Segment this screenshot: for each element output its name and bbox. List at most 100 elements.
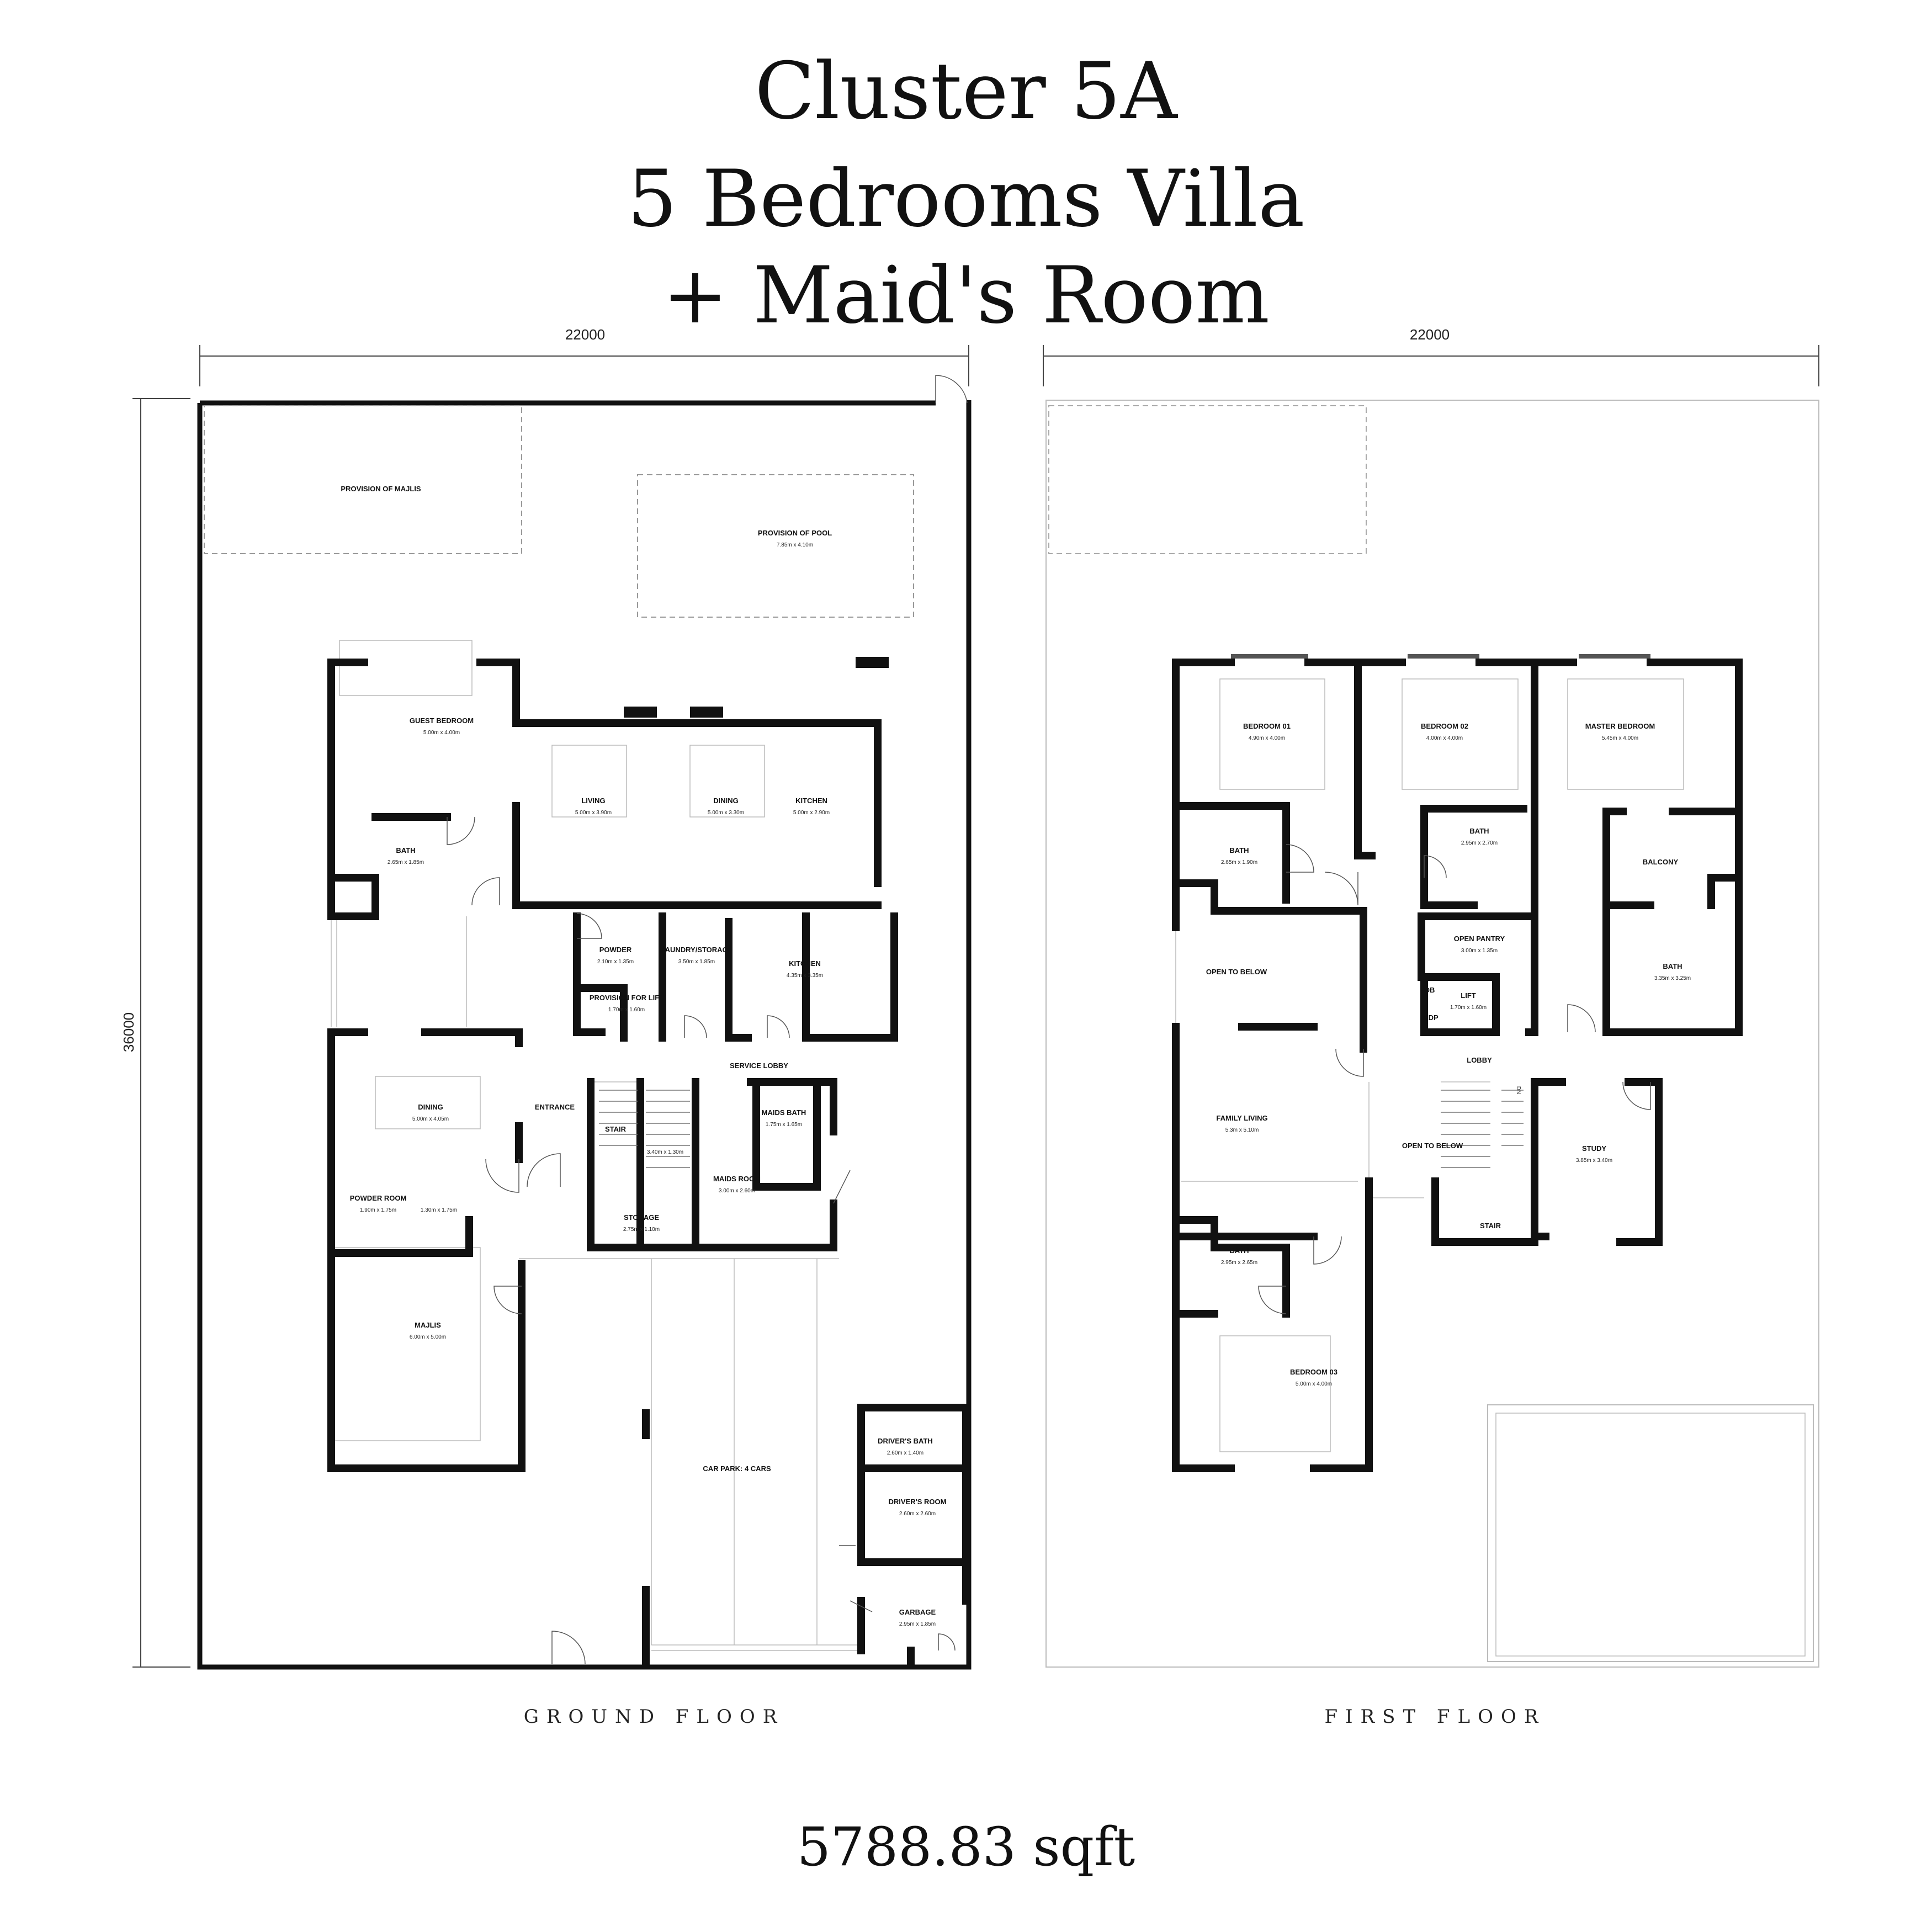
ground-width-dimension: 22000 xyxy=(565,326,605,343)
label-kitchen-open: KITCHEN xyxy=(795,797,827,805)
label-balcony: BALCONY xyxy=(1643,858,1679,866)
size-study: 3.85m x 3.40m xyxy=(1576,1158,1612,1164)
label-service-lobby: SERVICE LOBBY xyxy=(730,1061,788,1070)
label-lift-provision: PROVISION FOR LIFT xyxy=(590,994,664,1002)
size-pool-provision: 7.85m x 4.10m xyxy=(777,542,813,548)
size-maids-bath: 1.75m x 1.65m xyxy=(766,1122,802,1128)
label-car-park: CAR PARK: 4 CARS xyxy=(703,1464,771,1473)
size-bedroom-02: 4.00m x 4.00m xyxy=(1426,735,1463,741)
label-lift: LIFT xyxy=(1461,991,1475,1000)
label-open-pantry: OPEN PANTRY xyxy=(1454,935,1505,943)
label-majlis: MAJLIS xyxy=(415,1321,441,1329)
size-master-bath: 3.35m x 3.25m xyxy=(1654,975,1691,981)
size-powder: 2.10m x 1.35m xyxy=(597,959,634,965)
majlis-provision-outline xyxy=(204,405,522,554)
first-room-labels: BEDROOM 01 4.90m x 4.00m BEDROOM 02 4.00… xyxy=(1206,722,1691,1387)
size-dining-open: 5.00m x 3.30m xyxy=(708,810,744,816)
label-dining: DINING xyxy=(418,1103,443,1111)
first-pool-outline xyxy=(1487,1404,1814,1662)
size-guest-bath: 2.65m x 1.85m xyxy=(388,859,424,866)
label-first-stair: STAIR xyxy=(1480,1222,1501,1230)
label-storage: STORAGE xyxy=(624,1213,659,1222)
label-maids-room: MAIDS ROOM xyxy=(713,1175,761,1183)
size-bath-3: 2.95m x 2.65m xyxy=(1221,1260,1257,1266)
ground-room-labels: PROVISION OF MAJLIS PROVISION OF POOL 7.… xyxy=(341,485,946,1627)
label-db: DB xyxy=(1425,986,1435,994)
size-maids-room: 3.00m x 2.60m xyxy=(719,1188,755,1194)
first-majlis-provision-outline xyxy=(1048,405,1367,554)
size-family-living: 5.3m x 5.10m xyxy=(1225,1127,1259,1133)
label-dn-marker: DN xyxy=(1515,1086,1521,1094)
ground-floor-label: GROUND FLOOR xyxy=(523,1706,785,1728)
size-kitchen: 4.35m x 3.35m xyxy=(787,973,823,979)
size-bedroom-01: 4.90m x 4.00m xyxy=(1249,735,1285,741)
label-study: STUDY xyxy=(1582,1144,1606,1153)
size-garbage: 2.95m x 1.85m xyxy=(899,1621,936,1627)
title-line-1: Cluster 5A xyxy=(755,46,1177,137)
label-dining-open: DINING xyxy=(713,797,739,805)
label-majlis-provision: PROVISION OF MAJLIS xyxy=(341,485,421,493)
size-living: 5.00m x 3.90m xyxy=(575,810,612,816)
size-powder-room-2: 1.30m x 1.75m xyxy=(421,1207,457,1213)
size-guest-bedroom: 5.00m x 4.00m xyxy=(423,730,460,736)
first-width-dimension: 22000 xyxy=(1410,326,1450,343)
size-kitchen-open: 5.00m x 2.90m xyxy=(793,810,830,816)
label-guest-bath: BATH xyxy=(396,846,415,854)
label-living: LIVING xyxy=(581,797,605,805)
size-bedroom-03: 5.00m x 4.00m xyxy=(1296,1381,1332,1387)
size-bath-1: 2.65m x 1.90m xyxy=(1221,859,1257,866)
label-stair: STAIR xyxy=(605,1125,627,1133)
label-guest-bedroom: GUEST BEDROOM xyxy=(410,716,474,725)
label-powder: POWDER xyxy=(599,946,632,954)
ground-depth-dimension: 36000 xyxy=(120,1012,137,1052)
pool-provision-outline xyxy=(637,474,914,618)
ground-dimensions xyxy=(132,345,969,1668)
size-drivers-bath: 2.60m x 1.40m xyxy=(887,1450,923,1456)
size-storage: 2.75m x 1.10m xyxy=(623,1227,660,1233)
total-area: 5788.83 sqft xyxy=(797,1816,1135,1878)
label-bath-1: BATH xyxy=(1229,846,1249,854)
label-adp: ADP xyxy=(1423,1013,1439,1022)
first-dimensions xyxy=(1043,345,1819,386)
label-laundry: LAUNDRY/STORAGE xyxy=(661,946,733,954)
label-kitchen: KITCHEN xyxy=(789,959,821,968)
ground-floor-plan xyxy=(197,375,972,1670)
size-laundry: 3.50m x 1.85m xyxy=(678,959,715,965)
size-master-bedroom: 5.45m x 4.00m xyxy=(1602,735,1638,741)
label-open-below-1: OPEN TO BELOW xyxy=(1206,968,1267,976)
title-line-3: + Maid's Room xyxy=(662,250,1270,341)
label-powder-room: POWDER ROOM xyxy=(350,1194,407,1202)
label-lobby: LOBBY xyxy=(1467,1056,1492,1064)
label-bath-2: BATH xyxy=(1469,827,1489,835)
label-entrance: ENTRANCE xyxy=(535,1103,575,1111)
size-majlis: 6.00m x 5.00m xyxy=(410,1334,446,1340)
size-drivers-room: 2.60m x 2.60m xyxy=(899,1511,936,1517)
size-lift-provision: 1.70m x 1.60m xyxy=(608,1007,645,1013)
label-bedroom-02: BEDROOM 02 xyxy=(1421,722,1468,730)
ground-plot-boundary xyxy=(197,400,972,1670)
title-line-2: 5 Bedrooms Villa xyxy=(627,153,1305,245)
plot-gate-swing xyxy=(935,375,968,404)
label-drivers-room: DRIVER'S ROOM xyxy=(889,1498,947,1506)
label-bath-3: BATH xyxy=(1229,1246,1249,1255)
size-powder-room: 1.90m x 1.75m xyxy=(360,1207,396,1213)
size-open-pantry: 3.00m x 1.35m xyxy=(1461,948,1498,954)
label-master-bedroom: MASTER BEDROOM xyxy=(1585,722,1655,730)
label-garbage: GARBAGE xyxy=(899,1608,936,1616)
size-dining: 5.00m x 4.05m xyxy=(412,1116,449,1122)
first-floor-label: FIRST FLOOR xyxy=(1324,1706,1546,1728)
label-master-bath: BATH xyxy=(1663,962,1682,970)
label-drivers-bath: DRIVER'S BATH xyxy=(878,1437,933,1445)
size-lift: 1.70m x 1.60m xyxy=(1450,1005,1487,1011)
first-floor-plan xyxy=(1045,400,1819,1668)
label-pool-provision: PROVISION OF POOL xyxy=(758,529,832,537)
label-open-below-2: OPEN TO BELOW xyxy=(1402,1142,1463,1150)
label-maids-bath: MAIDS BATH xyxy=(762,1108,806,1117)
label-family-living: FAMILY LIVING xyxy=(1216,1114,1267,1122)
label-bedroom-01: BEDROOM 01 xyxy=(1243,722,1291,730)
label-bedroom-03: BEDROOM 03 xyxy=(1290,1368,1337,1376)
size-stair: 3.40m x 1.30m xyxy=(647,1149,683,1155)
size-bath-2: 2.95m x 2.70m xyxy=(1461,840,1498,846)
first-plot-boundary xyxy=(1045,400,1819,1668)
